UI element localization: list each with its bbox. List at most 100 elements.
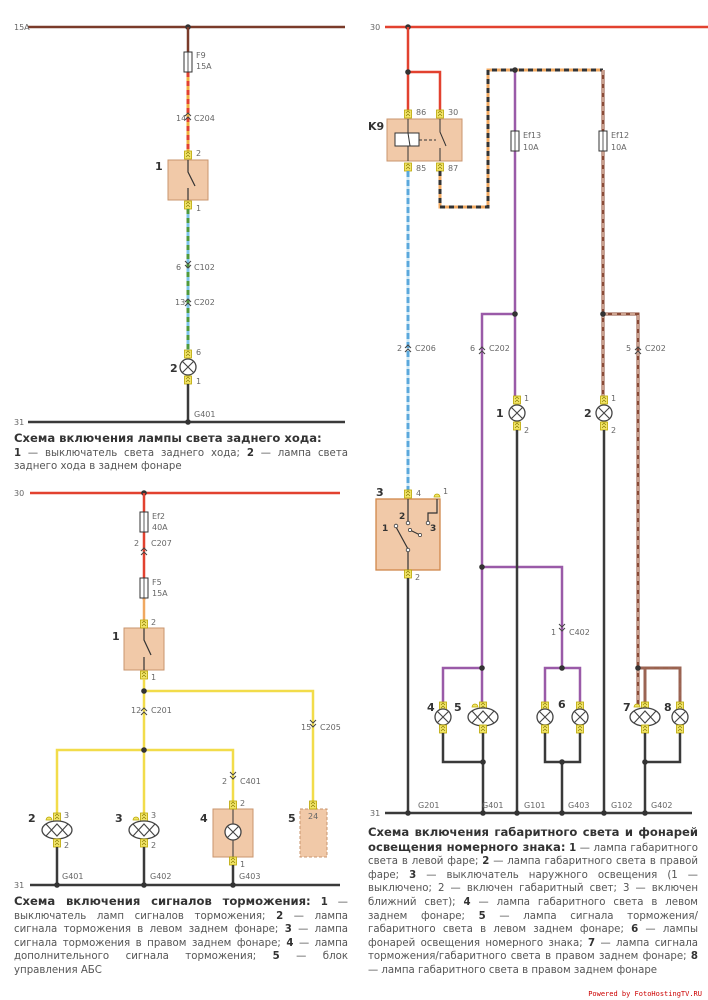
dot-icon xyxy=(559,810,565,816)
pin-icon xyxy=(184,349,192,359)
diagram-label: 8 xyxy=(664,701,672,714)
dot-icon xyxy=(141,747,147,753)
diagram-label: 2 xyxy=(151,618,156,627)
pin-icon xyxy=(229,856,237,866)
diagram-label: 30 xyxy=(448,108,458,117)
caption-item-number: 4 xyxy=(286,937,294,949)
diagram-label: 87 xyxy=(448,164,458,173)
diagram-label: 1 xyxy=(551,628,556,637)
diagram-label: G101 xyxy=(524,801,545,810)
diagram-label: K9 xyxy=(368,120,384,133)
diagram-label: 86 xyxy=(416,108,426,117)
pin-icon xyxy=(404,569,412,579)
dot-icon xyxy=(479,564,485,570)
lamp-icon xyxy=(224,823,242,841)
diagram-label: F9 xyxy=(196,51,206,60)
diagram-label: G201 xyxy=(418,801,439,810)
dot-icon xyxy=(601,810,607,816)
diagram-label: 15A xyxy=(14,23,30,32)
caption-item-text: — лампа света заднего хода в заднем фона… xyxy=(14,447,348,473)
pin-icon xyxy=(184,375,192,385)
diagram-label: 3 xyxy=(430,524,436,534)
caption-item-number: 4 xyxy=(463,896,471,908)
diagram-label: 3 xyxy=(64,811,69,820)
pin-icon xyxy=(404,489,412,499)
dot-icon xyxy=(512,311,518,317)
watermark[interactable]: Powered by FotoHostingTV.RU xyxy=(588,990,702,998)
diagram-label: C401 xyxy=(240,777,261,786)
caption-item-number: 1 xyxy=(14,447,22,459)
diagram-label: 3 xyxy=(115,812,123,825)
caption-item-number: 6 xyxy=(631,924,639,936)
caption-item-text: — лампа сигнала торможения в правом задн… xyxy=(14,924,348,949)
diagram-label: G102 xyxy=(611,801,632,810)
pin-icon xyxy=(229,800,237,810)
diagram-label: 15A xyxy=(196,62,212,71)
diagram-label: C102 xyxy=(194,263,215,272)
dot-icon xyxy=(141,688,147,694)
diagram-label: 40A xyxy=(152,523,168,532)
diagram-label: C204 xyxy=(194,114,215,123)
diagram-label: 24 xyxy=(308,812,318,821)
dot-icon xyxy=(405,69,411,75)
dot-icon xyxy=(405,810,411,816)
diagram-label: 12 xyxy=(131,706,141,715)
caption-parking-light: Схема включения габаритного света и фона… xyxy=(368,825,698,978)
caption-item-text: — лампа габаритного света в правой фаре; xyxy=(368,856,698,881)
diagram-label: 2 xyxy=(196,149,201,158)
caption-item-text: — выключатель наружного освещения (1 — в… xyxy=(368,869,698,908)
pin-icon xyxy=(140,838,148,848)
caption-reverse-light: Схема включения лампы света заднего хода… xyxy=(14,431,348,474)
dot-icon xyxy=(141,882,147,888)
diagram-label: C206 xyxy=(415,344,436,353)
diagram-label: G401 xyxy=(482,801,503,810)
diagram-label: C207 xyxy=(151,539,172,548)
caption-item-number: 1 xyxy=(320,897,328,908)
caption-item-number: 3 xyxy=(409,869,417,881)
diagram-label: 3 xyxy=(376,486,384,499)
diagram-label: 1 xyxy=(151,673,156,682)
diagram-label: F5 xyxy=(152,578,162,587)
diagram-label: 6 xyxy=(196,348,201,357)
wire-brown-white xyxy=(602,70,681,705)
diagram-label: 6 xyxy=(470,344,475,353)
lamp-icon xyxy=(179,358,197,376)
pin-icon xyxy=(641,724,649,734)
lamp-icon xyxy=(536,708,554,726)
caption-item-text: — лампа сигнала торможения/габаритного с… xyxy=(368,937,698,963)
pin-icon xyxy=(541,724,549,734)
pin-icon xyxy=(404,162,412,172)
diagram-label: 1 xyxy=(112,630,120,643)
diagram-label: G402 xyxy=(150,872,171,881)
diagram-label: 6 xyxy=(558,698,566,711)
dot-icon xyxy=(512,67,518,73)
diagram-label: C205 xyxy=(320,723,341,732)
dot-icon xyxy=(514,810,520,816)
caption-item-text: — лампа дополнительного сигнала торможен… xyxy=(14,937,348,963)
caption-item-text: — лампы фонарей освещения номерного знак… xyxy=(368,924,698,949)
diagram-label: 2 xyxy=(415,573,420,582)
pin-icon xyxy=(676,724,684,734)
diagram-label: 2 xyxy=(584,407,592,420)
diagram-label: G403 xyxy=(568,801,589,810)
diagram-label: C201 xyxy=(151,706,172,715)
pin-icon xyxy=(184,200,192,210)
pin-icon xyxy=(479,724,487,734)
diagram-label: 85 xyxy=(416,164,426,173)
caption-title: Схема включения габаритного света и фона… xyxy=(368,825,698,854)
pin-icon xyxy=(309,800,317,810)
diagram-label: C202 xyxy=(489,344,510,353)
lamp-icon xyxy=(571,708,589,726)
dot-icon xyxy=(635,665,641,671)
diagram-label: 13 xyxy=(175,298,185,307)
caption-item-number: 8 xyxy=(690,951,698,963)
dot-icon xyxy=(642,759,648,765)
diagram-label: 15 xyxy=(301,723,311,732)
dot-icon xyxy=(600,311,606,317)
lamp-icon xyxy=(671,708,689,726)
diagram-label: 5 xyxy=(626,344,631,353)
fuse-icon xyxy=(183,51,193,73)
pin-icon xyxy=(140,812,148,822)
lamp-icon xyxy=(434,708,452,726)
